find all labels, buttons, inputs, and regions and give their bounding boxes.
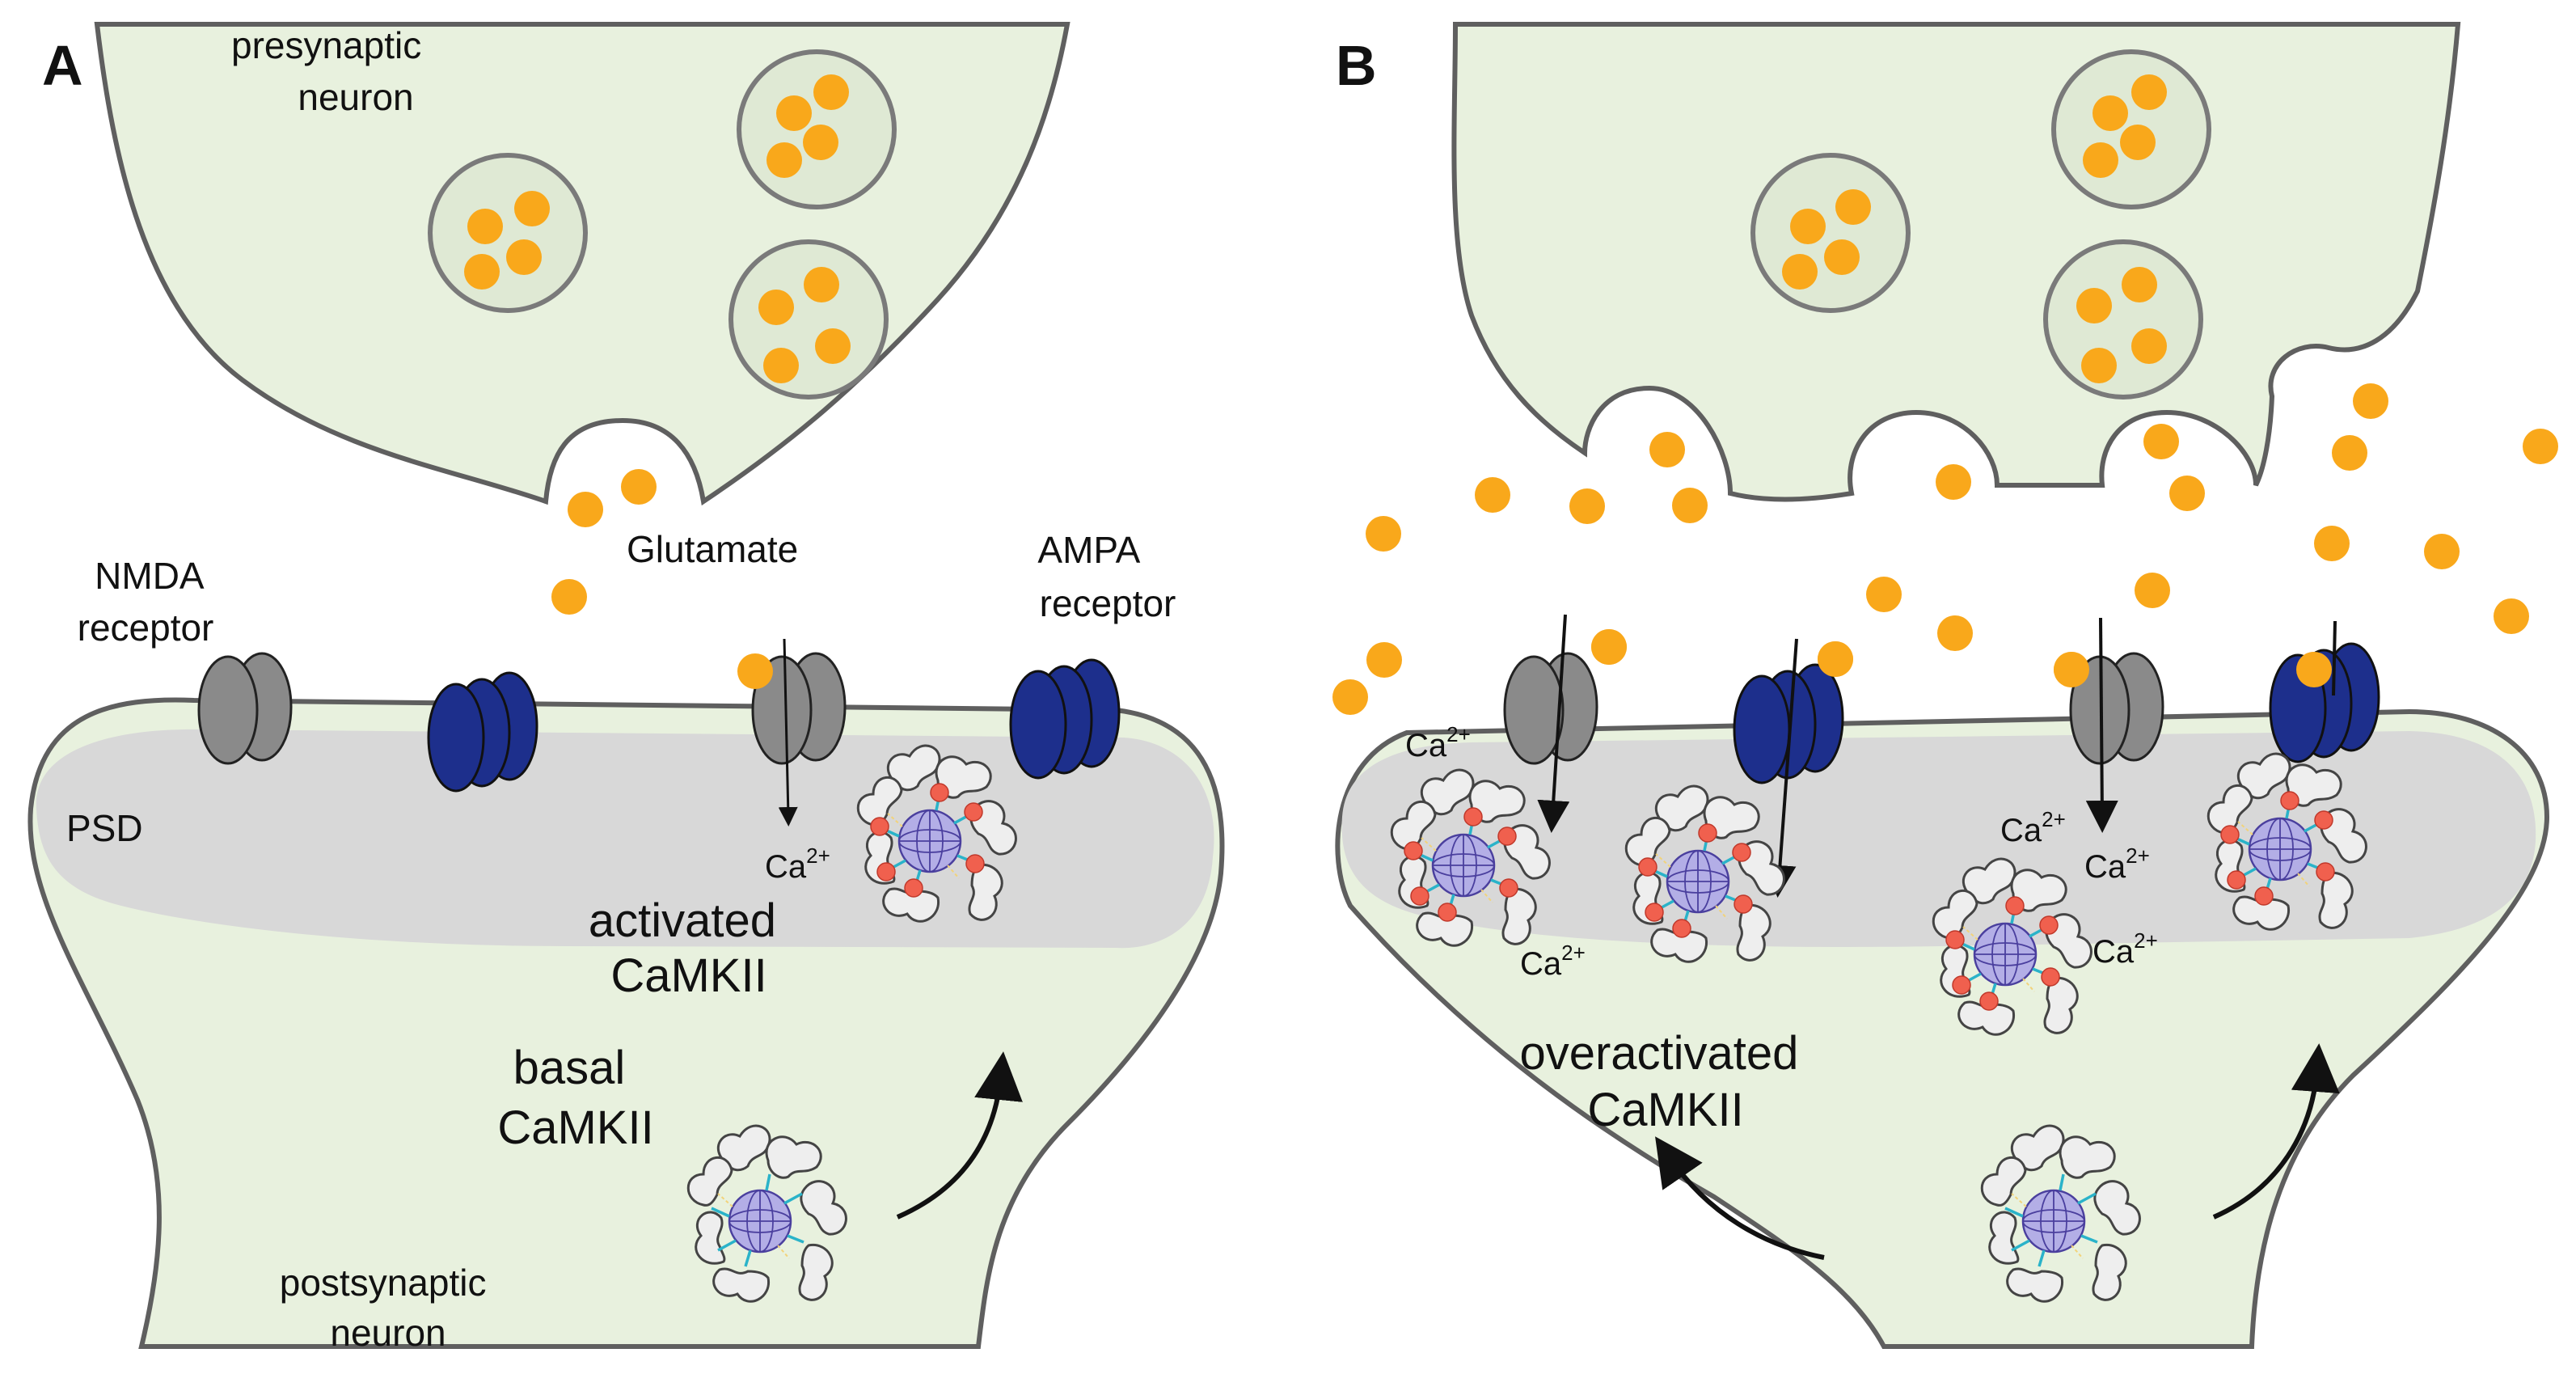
- svg-text:Ca2+: Ca2+: [1520, 941, 1586, 982]
- presynaptic-neuron-b: [1451, 22, 2461, 502]
- calcium-label: Ca2+: [765, 843, 830, 885]
- panel-b-letter: B: [1336, 34, 1377, 97]
- svg-text:Ca2+: Ca2+: [2000, 807, 2066, 848]
- calcium-influx-arrows: [1537, 614, 2337, 898]
- released-glutamate-a: [551, 469, 657, 615]
- translocation-arrow-right: [2212, 1043, 2340, 1220]
- vesicle: [430, 155, 585, 311]
- panel-b: B: [1332, 22, 2558, 1349]
- panel-a: A presynaptic neuron Glutamate PSD: [27, 22, 1225, 1354]
- svg-text:Ca2+: Ca2+: [2092, 928, 2158, 970]
- nmda-receptor-open: [1503, 652, 1598, 765]
- calcium-labels-b: Ca2+ Ca2+ Ca2+ Ca2+ Ca2+: [1405, 722, 2158, 982]
- nmda-label: NMDA receptor: [78, 555, 214, 649]
- ampa-label: AMPA receptor: [1037, 529, 1176, 624]
- psd-label: PSD: [66, 807, 143, 849]
- basal-label: basal CaMKII: [497, 1042, 653, 1154]
- presynaptic-neuron-a: [94, 22, 1071, 506]
- bound-glutamate-b: [1591, 629, 2332, 687]
- activated-label: activated CaMKII: [589, 894, 789, 1002]
- translocation-arrow-left: [1655, 1136, 1825, 1260]
- svg-text:Ca2+: Ca2+: [1405, 722, 1471, 763]
- panel-a-letter: A: [42, 34, 83, 97]
- overactivated-label: overactivated CaMKII: [1519, 1027, 1811, 1136]
- bound-glutamate: [737, 653, 773, 689]
- vesicle: [731, 242, 886, 397]
- vesicle-glutamate-b: [1782, 74, 2167, 383]
- vesicle: [2046, 242, 2201, 397]
- postsynaptic-label-a: postsynaptic neuron: [280, 1262, 496, 1354]
- calcium-influx-arrow: [778, 638, 798, 827]
- svg-text:Ca2+: Ca2+: [2084, 843, 2150, 885]
- nmda-receptor: [197, 652, 293, 765]
- ampa-receptor: [1009, 658, 1121, 780]
- presynaptic-label-a: presynaptic neuron: [231, 24, 432, 118]
- vesicle: [1753, 155, 1908, 311]
- glutamate-label: Glutamate: [627, 528, 798, 570]
- ampa-receptor: [427, 671, 538, 793]
- translocation-arrow: [896, 1051, 1023, 1220]
- vesicle-glutamate-a: [464, 74, 851, 383]
